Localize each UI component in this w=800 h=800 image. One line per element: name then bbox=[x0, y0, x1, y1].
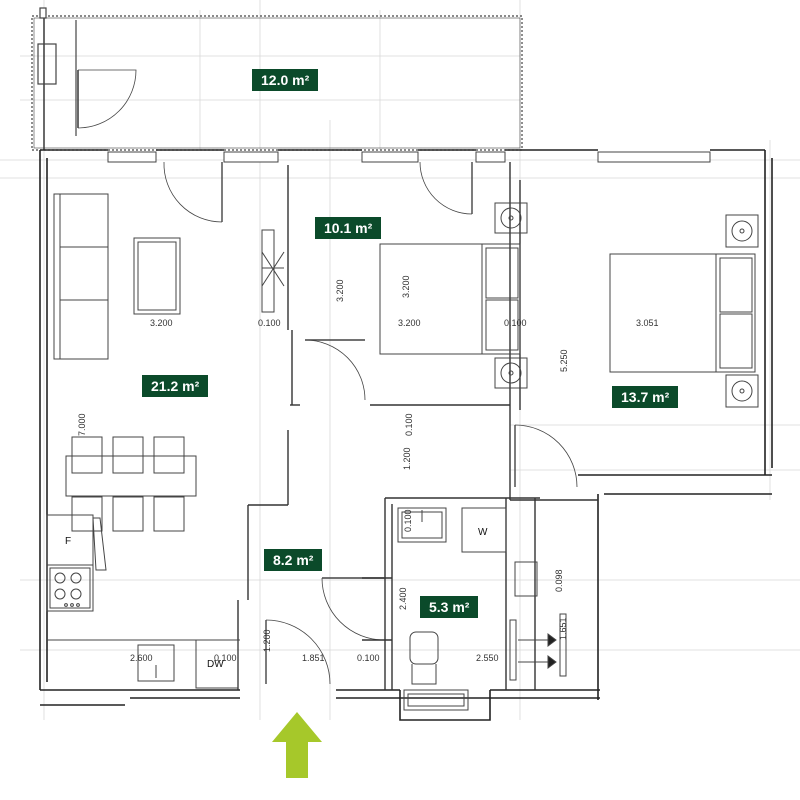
tv-unit bbox=[261, 229, 285, 313]
dining-table bbox=[65, 436, 197, 532]
area-label-bedroom-small: 10.1 m² bbox=[315, 217, 382, 239]
area-label-terrace: 12.0 m² bbox=[252, 69, 319, 91]
dim-0100-e: 0.100 bbox=[214, 653, 237, 663]
dim-1200-a: 1.200 bbox=[402, 447, 412, 470]
area-label-living-kitchen: 21.2 m² bbox=[142, 375, 209, 397]
appliance-labels: F DW W bbox=[65, 527, 488, 670]
dim-3200-b: 3.200 bbox=[335, 279, 345, 302]
dim-1200-b: 1.200 bbox=[262, 629, 272, 652]
dim-0100-b: 0.100 bbox=[504, 318, 527, 328]
dim-5250: 5.250 bbox=[559, 349, 569, 372]
bed-master-bedroom bbox=[609, 214, 759, 408]
dimension-labels: 3.200 0.100 3.200 3.200 3.200 0.100 3.05… bbox=[77, 275, 659, 663]
dim-2400: 2.400 bbox=[398, 587, 408, 610]
dim-1851: 1.851 bbox=[302, 653, 325, 663]
dim-3200-d: 3.200 bbox=[398, 318, 421, 328]
terrace bbox=[31, 7, 523, 151]
dim-0100-f: 0.100 bbox=[357, 653, 380, 663]
dim-3200-a: 3.200 bbox=[150, 318, 173, 328]
dim-0100-d: 0.100 bbox=[403, 509, 413, 532]
dim-0100-c: 0.100 bbox=[404, 413, 414, 436]
area-label-bathroom: 5.3 m² bbox=[420, 596, 479, 618]
dim-2600: 2.600 bbox=[130, 653, 153, 663]
dim-0100-a: 0.100 bbox=[258, 318, 281, 328]
dim-3200-c: 3.200 bbox=[401, 275, 411, 298]
dim-7000: 7.000 bbox=[77, 413, 87, 436]
sofa bbox=[53, 193, 109, 360]
area-label-bedroom-master: 13.7 m² bbox=[612, 386, 679, 408]
area-label-hall: 8.2 m² bbox=[264, 549, 323, 571]
coffee-table bbox=[133, 237, 181, 315]
bathroom-fixtures bbox=[397, 507, 507, 711]
windows-top bbox=[107, 151, 711, 163]
arrow-up-icon bbox=[272, 712, 322, 778]
dishwasher-label: DW bbox=[207, 659, 224, 670]
dim-2550: 2.550 bbox=[476, 653, 499, 663]
dim-3051: 3.051 bbox=[636, 318, 659, 328]
bed-small-bedroom bbox=[379, 202, 528, 389]
interior-walls bbox=[237, 162, 598, 690]
dim-1651: 1.651 bbox=[558, 617, 568, 640]
kitchen bbox=[46, 514, 240, 689]
door-swings bbox=[163, 161, 578, 685]
fridge-label: F bbox=[65, 536, 71, 547]
dim-0098: 0.098 bbox=[554, 569, 564, 592]
wardrobe bbox=[509, 561, 567, 681]
washer-label: W bbox=[478, 527, 488, 538]
grid-lines bbox=[0, 0, 800, 720]
